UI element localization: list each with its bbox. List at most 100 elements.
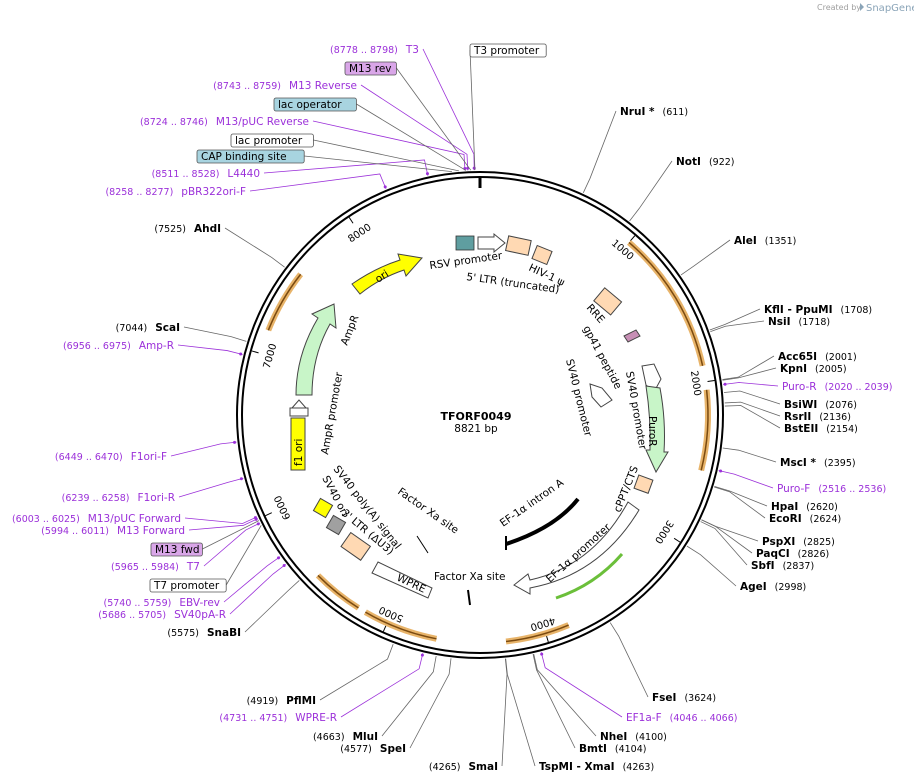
site-label[interactable]: SbfI(2837) [751, 560, 814, 572]
site-label[interactable]: BsiWI(2076) [784, 399, 857, 411]
site-label[interactable]: MscI *(2395) [780, 457, 856, 469]
feature-sv40-promoter-inner [589, 383, 613, 408]
primer-label[interactable]: (4731 .. 4751)WPRE-R [219, 712, 337, 724]
site-label[interactable]: (5575)SnaBI [167, 627, 241, 639]
leader-line [360, 84, 469, 171]
site-label[interactable]: (4577)SpeI [340, 743, 406, 755]
label-wpre: WPRE [395, 572, 428, 596]
leader-line [540, 652, 623, 718]
leader-line [340, 653, 424, 718]
tick-label: 6000 [273, 494, 294, 522]
site-label[interactable]: KflI - PpuMI(1708) [764, 304, 872, 316]
site-label[interactable]: BstEII(2154) [784, 423, 858, 435]
site-label[interactable]: HpaI(2620) [771, 501, 838, 513]
primer-label[interactable]: (8511 .. 8528)L4440 [152, 168, 260, 180]
feature-box-label[interactable]: T7 promoter [149, 578, 227, 593]
orf-arrow-core [267, 273, 302, 331]
site-label[interactable]: NotI(922) [676, 156, 734, 168]
tick-7000 [251, 350, 259, 354]
leader-line [501, 658, 508, 767]
tick-5000 [382, 624, 387, 632]
primer-marker [540, 652, 544, 656]
leader-line [224, 227, 285, 268]
feature-wpre [371, 561, 433, 599]
site-label[interactable]: BmtI(4104) [579, 743, 646, 755]
site-label[interactable]: AgeI(2998) [740, 581, 806, 593]
leader-line [202, 520, 260, 550]
site-label[interactable]: (4919)PflMI [247, 695, 316, 707]
site-label[interactable]: KpnI(2005) [780, 363, 847, 375]
tick-8000 [348, 217, 354, 224]
primer-label[interactable]: (8724 .. 8746)M13/pUC Reverse [140, 116, 309, 128]
tick-3000 [673, 537, 681, 543]
primer-label[interactable]: (5686 .. 5705)SV40pA-R [98, 609, 226, 621]
site-label[interactable]: EcoRI(2624) [769, 513, 841, 525]
leader-line [722, 355, 775, 380]
site-labels: NruI *(611) NotI(922) AleI(1351) KflI - Ppu… [12, 43, 892, 773]
feature-factor-xa-1 [416, 535, 429, 554]
feature-box-label[interactable]: M13 rev [344, 61, 397, 76]
leader-line [223, 556, 281, 603]
feature-sv40-promoter-outer [641, 363, 662, 393]
orf-arrow-core [505, 624, 569, 643]
primer-marker [254, 517, 258, 521]
leader-line [469, 49, 476, 171]
primer-label[interactable]: EF1a-F(4046 .. 4066) [626, 712, 737, 724]
site-label[interactable]: (7525)AhdI [154, 223, 221, 235]
feature-box [150, 542, 203, 557]
site-label[interactable]: AleI(1351) [734, 235, 796, 247]
leader-line [718, 470, 774, 489]
feature-box-label[interactable]: lac promoter [230, 133, 314, 148]
feature-box-label[interactable]: M13 fwd [150, 542, 203, 557]
primer-label[interactable]: (6003 .. 6025)M13/pUC Forward [12, 513, 181, 525]
primer-label[interactable]: (8778 .. 8798)T3 [330, 44, 419, 56]
site-label[interactable]: RsrII(2136) [784, 411, 851, 423]
orf-arrow-core [317, 574, 359, 609]
primer-label[interactable]: (8743 .. 8759)M13 Reverse [213, 80, 357, 92]
credit-brand: SnapGene [866, 3, 914, 14]
leader-line [700, 521, 748, 566]
feature-box-label[interactable]: CAP binding site [196, 149, 305, 164]
primer-label[interactable]: (8258 .. 8277)pBR322ori-F [105, 186, 246, 198]
feature-box-text: lac operator [278, 99, 342, 111]
leader-line [722, 447, 777, 463]
feature-ef1a-promoter [513, 501, 640, 595]
primer-label[interactable]: Puro-F(2516 .. 2536) [777, 483, 886, 495]
site-label[interactable]: NsiI(1718) [768, 316, 830, 328]
primer-marker [276, 556, 280, 560]
feature-lac-cluster [455, 235, 475, 251]
site-label[interactable]: PspXI(2825) [762, 536, 835, 548]
site-label[interactable]: NheI(4100) [600, 731, 667, 743]
primer-label[interactable]: (5994 .. 6011)M13 Forward [41, 525, 185, 537]
site-label[interactable]: PaqCI(2826) [756, 548, 829, 560]
leader-line [229, 563, 286, 615]
feature-box-text: T3 promoter [473, 45, 540, 57]
site-label[interactable]: (4663)MluI [313, 731, 378, 743]
primer-marker [719, 469, 723, 473]
leader-line [723, 390, 781, 405]
feature-factor-xa-2 [467, 589, 471, 606]
site-label[interactable]: TspMI - XmaI(4263) [539, 761, 654, 773]
feature-box-label[interactable]: lac operator [273, 97, 357, 112]
primer-label[interactable]: Puro-R(2020 .. 2039) [782, 381, 892, 393]
orf-arrow-core [700, 389, 709, 471]
leader-line [680, 239, 731, 276]
site-label[interactable]: (4265)SmaI [429, 761, 498, 773]
leader-line [582, 110, 617, 194]
primer-label[interactable]: (6956 .. 6975)Amp-R [63, 340, 174, 352]
site-label[interactable]: FseI(3624) [652, 692, 716, 704]
orf-arrow [315, 573, 361, 611]
primer-label[interactable]: (5740 .. 5759)EBV-rev [104, 597, 221, 609]
primer-label[interactable]: (6239 .. 6258)F1ori-R [62, 492, 175, 504]
site-label[interactable]: Acc65I(2001) [778, 351, 857, 363]
leader-line [178, 477, 244, 498]
site-label[interactable]: (7044)ScaI [116, 322, 180, 334]
orf-arrow-core [365, 611, 437, 640]
leader-line [629, 160, 673, 222]
primer-label[interactable]: (6449 .. 6470)F1ori-F [55, 451, 167, 463]
primer-label[interactable]: (5965 .. 5984)T7 [111, 561, 200, 573]
feature-box-text: M13 fwd [155, 544, 200, 556]
feature-box-label[interactable]: T3 promoter [469, 43, 547, 58]
label-f1-ori: f1 ori [293, 439, 305, 466]
site-label[interactable]: NruI *(611) [620, 106, 688, 118]
